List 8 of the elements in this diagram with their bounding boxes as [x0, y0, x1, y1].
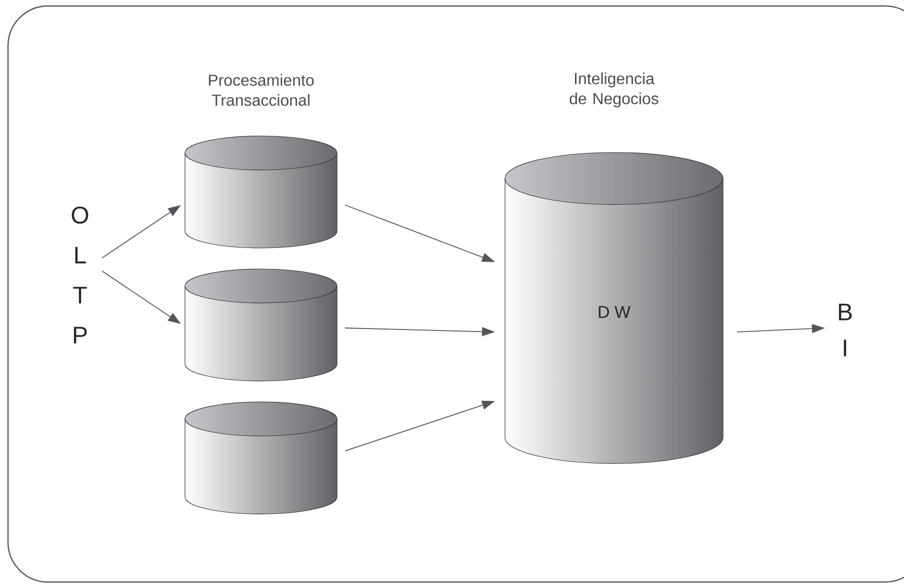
stacked-letters: B I	[838, 304, 852, 356]
cylinder	[184, 268, 338, 382]
cylinder	[184, 136, 338, 248]
stacked-letters: O L T P	[72, 206, 88, 344]
cylinder	[184, 402, 338, 514]
column-heading: Inteligencia de Negocios	[570, 72, 658, 108]
column-heading: Procesamiento Transaccional	[208, 74, 314, 106]
cylinder: D W	[504, 152, 724, 464]
